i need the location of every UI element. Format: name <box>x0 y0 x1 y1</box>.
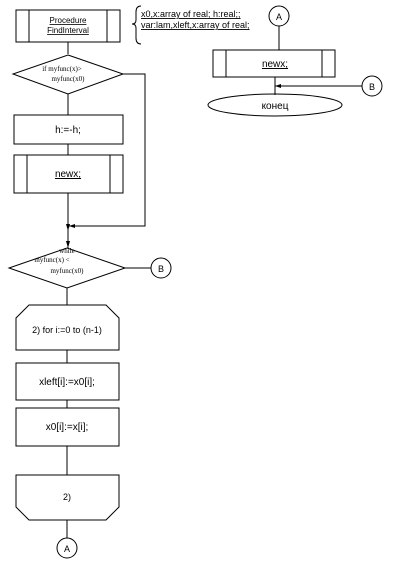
connector-b-right-label: B <box>369 82 375 92</box>
connector-a-bottom: A <box>56 537 78 559</box>
subprocess-newx-left: newx; <box>13 154 124 194</box>
process-negate-h-label: h:=-h; <box>55 125 81 136</box>
decision-myfunc-compare: if myfunc(x)> myfunc(x0) <box>11 54 125 95</box>
while-line2: myfunc(x) < <box>34 256 69 264</box>
procedure-name-line2: FindInterval <box>47 26 89 35</box>
while-line3: myfunc(x0) <box>50 267 84 275</box>
terminator-end: конец <box>207 93 343 117</box>
declaration-line2: var:lam,xleft,x:array of real; <box>141 20 250 30</box>
declaration-line1: x0,x:array of real; h:real;; <box>141 9 241 19</box>
process-assign-xleft-label: xleft[i]:=x0[i]; <box>39 377 95 388</box>
loop-start: 2) for i:=0 to (n-1) <box>15 304 120 351</box>
connector-b-left-label: B <box>158 264 164 274</box>
loop-end: 2) <box>15 474 120 521</box>
process-negate-h: h:=-h; <box>13 114 124 145</box>
connector-b-right: B <box>361 75 383 97</box>
loop-start-label: 2) for i:=0 to (n-1) <box>32 325 102 335</box>
process-assign-xleft: xleft[i]:=x0[i]; <box>15 362 120 401</box>
declarations-annotation: x0,x:array of real; h:real;; var:lam,xle… <box>131 5 250 45</box>
process-assign-x0-label: x0[i]:=x[i]; <box>46 422 89 433</box>
decision-1-line2: myfunc(x0) <box>51 75 85 83</box>
connector-a-top: A <box>268 5 290 27</box>
loop-end-label: 2) <box>63 492 71 502</box>
subprocess-newx-right: newx; <box>212 49 336 78</box>
procedure-name-line1: Procedure <box>50 16 87 25</box>
connector-a-bottom-label: A <box>64 544 70 554</box>
terminator-end-label: конец <box>262 101 289 112</box>
connector-b-left: B <box>150 257 172 279</box>
decision-while: while myfunc(x) < myfunc(x0) <box>7 247 127 289</box>
connector-a-top-label: A <box>276 12 282 22</box>
subprocess-newx-left-label: newx; <box>55 169 81 180</box>
subprocess-newx-right-label: newx; <box>262 59 288 70</box>
while-line1: while <box>59 247 75 255</box>
procedure-header-block: Procedure FindInterval <box>15 9 121 43</box>
decision-1-line1: if myfunc(x)> <box>42 65 82 73</box>
process-assign-x0: x0[i]:=x[i]; <box>15 407 120 447</box>
